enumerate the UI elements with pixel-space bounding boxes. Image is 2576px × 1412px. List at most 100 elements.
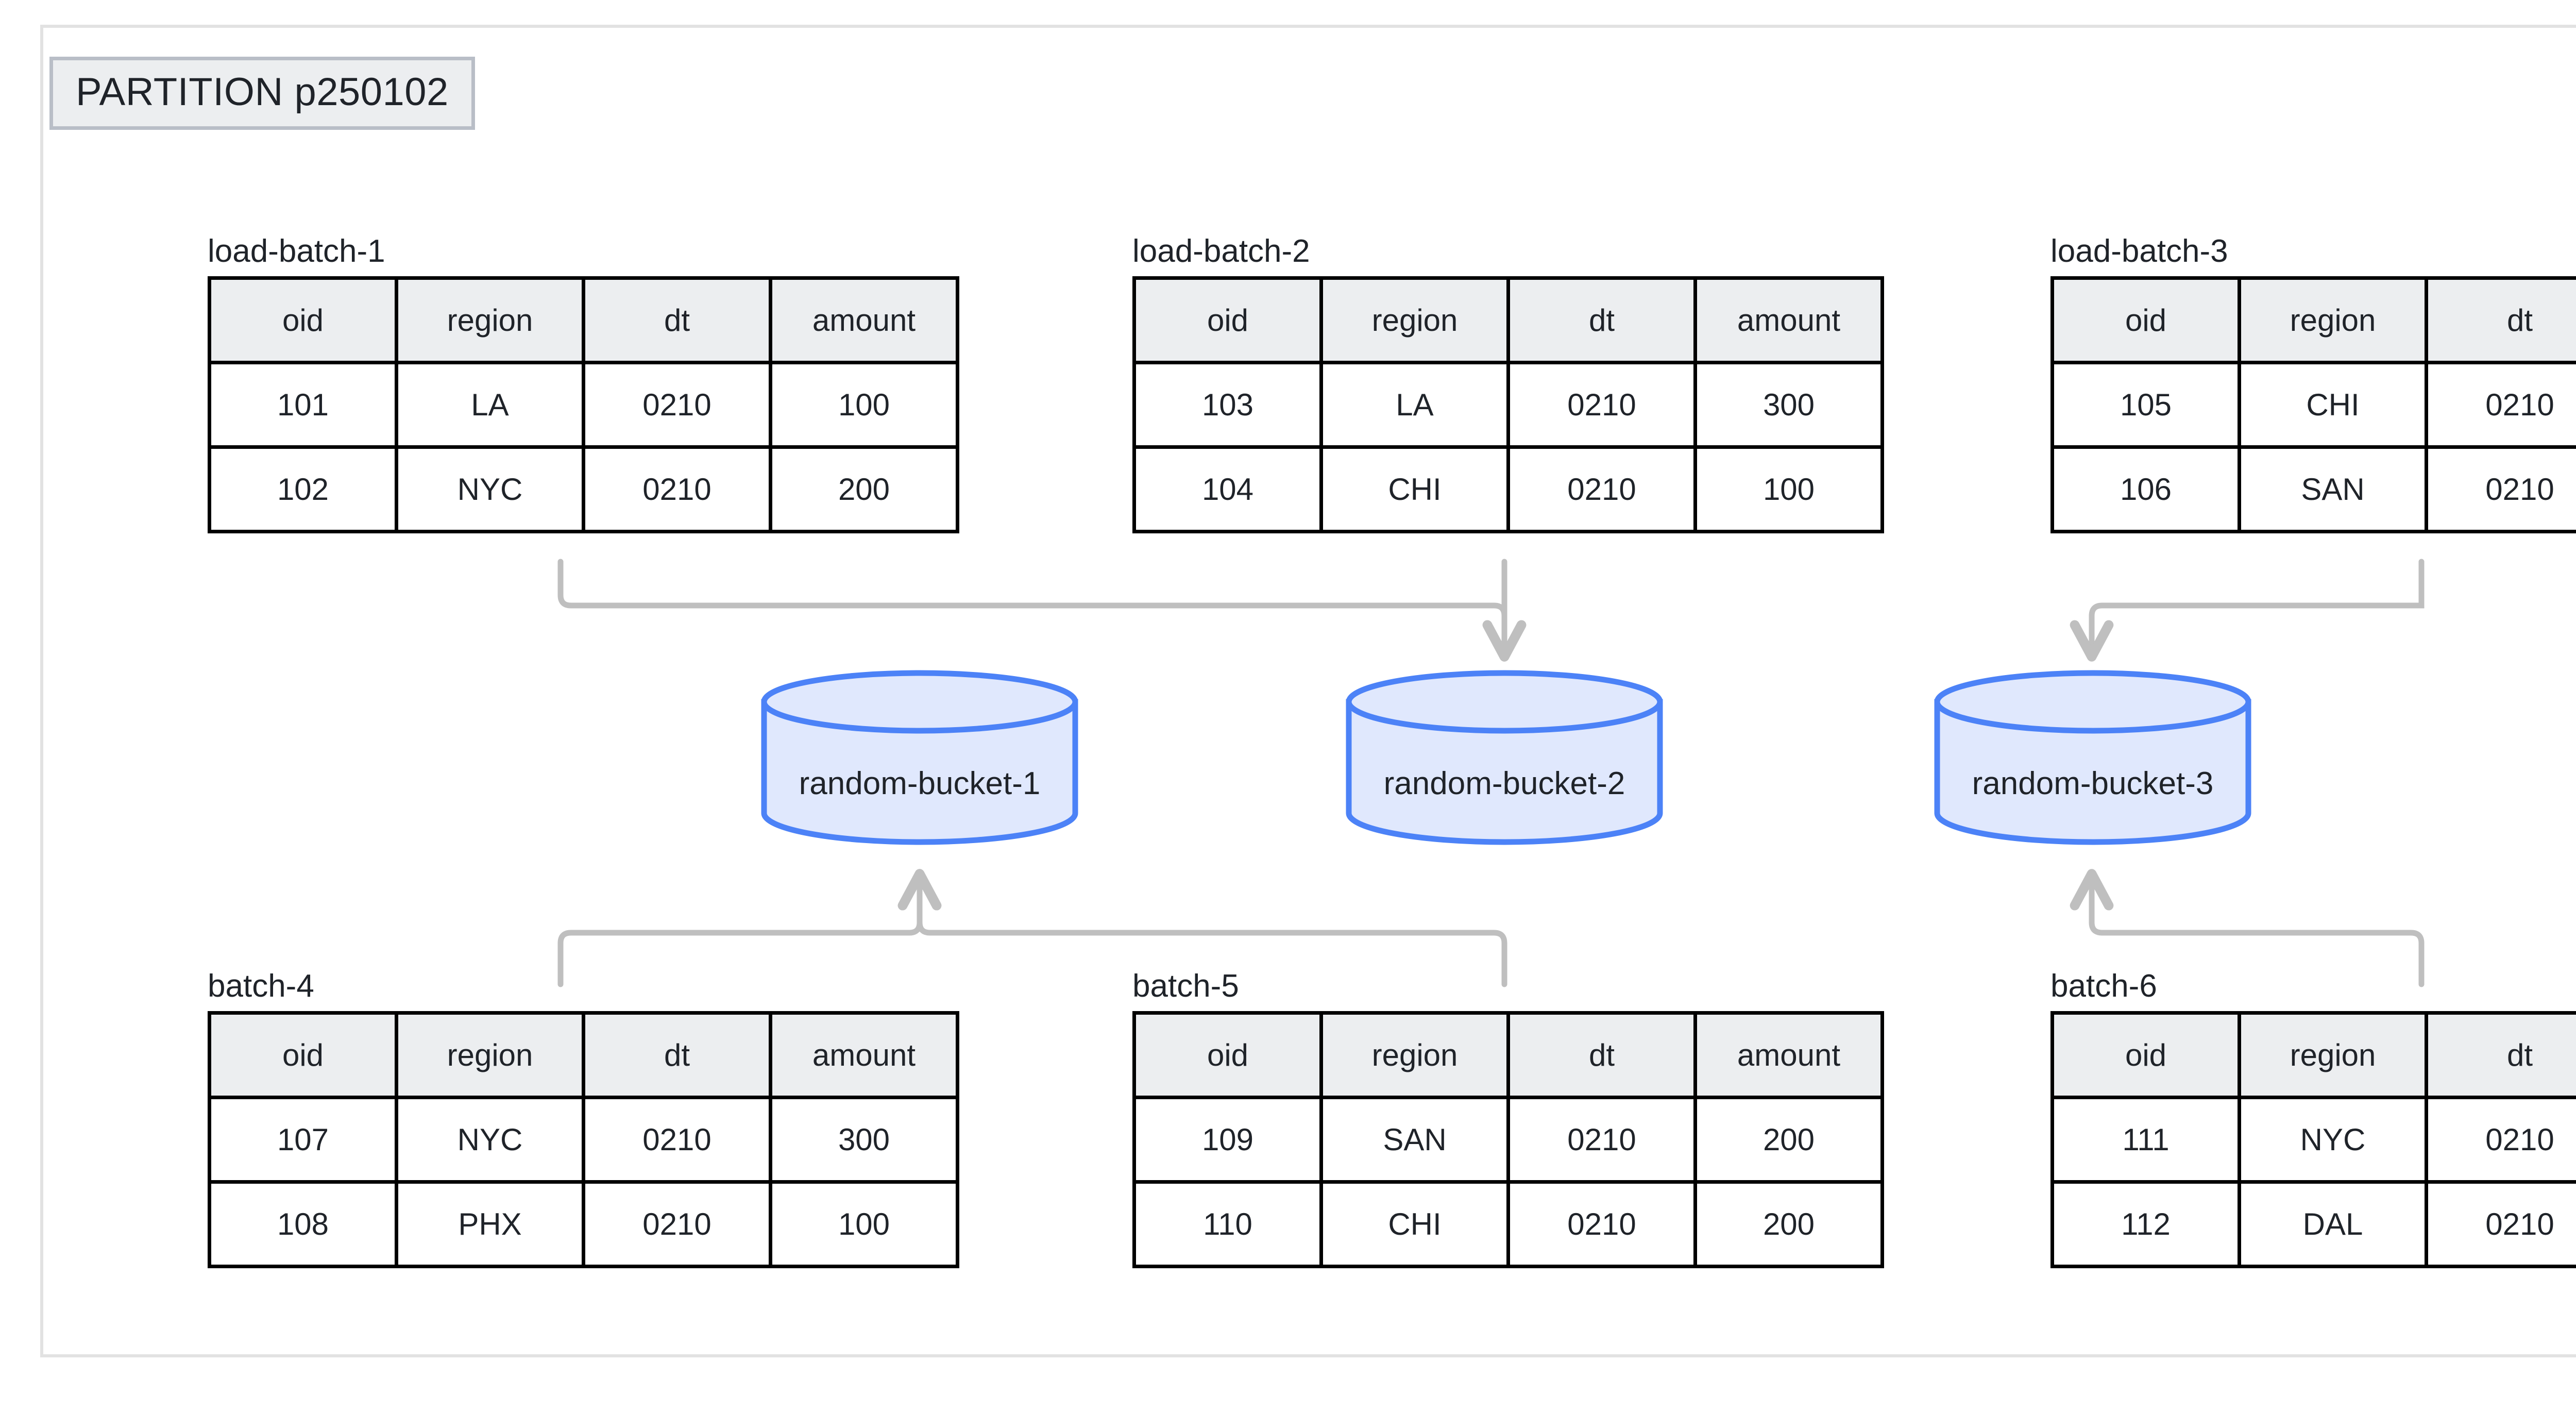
cell-oid: 112 [2050,1180,2241,1268]
cell-region: DAL [2238,1180,2428,1268]
column-header-oid: oid [208,276,398,364]
column-header-dt: dt [582,276,772,364]
cell-dt: 0210 [582,1096,772,1184]
cell-dt: 0210 [1506,1180,1697,1268]
cell-region: LA [1319,361,1510,449]
cell-region: LA [395,361,585,449]
cell-dt: 0210 [2425,1180,2576,1268]
cell-amount: 200 [1693,1180,1884,1268]
table-row: 109 SAN 0210 200 [1132,1096,1884,1184]
cell-oid: 106 [2050,445,2241,533]
column-header-dt: dt [2425,276,2576,364]
cell-amount: 200 [1693,1096,1884,1184]
batch-title: batch-4 [208,968,314,1004]
cell-oid: 101 [208,361,398,449]
cylinder-shape [1934,670,2251,845]
column-header-dt: dt [2425,1011,2576,1099]
cell-region: SAN [1319,1096,1510,1184]
column-header-oid: oid [208,1011,398,1099]
table-row: 106 SAN 0210 100 [2050,445,2576,533]
cell-amount: 100 [769,1180,959,1268]
batch-table: oid region dt amount 109 SAN 0210 200 11… [1132,1011,1884,1268]
cell-dt: 0210 [1506,445,1697,533]
cylinder-shape [761,670,1078,845]
table-row: 110 CHI 0210 200 [1132,1180,1884,1268]
column-header-oid: oid [1132,1011,1323,1099]
table-row: 108 PHX 0210 100 [208,1180,959,1268]
column-header-oid: oid [2050,1011,2241,1099]
table-header-row: oid region dt amount [2050,1011,2576,1099]
column-header-oid: oid [1132,276,1323,364]
table-header-row: oid region dt amount [1132,276,1884,364]
column-header-region: region [1319,1011,1510,1099]
cell-oid: 102 [208,445,398,533]
cell-oid: 105 [2050,361,2241,449]
table-row: 112 DAL 0210 200 [2050,1180,2576,1268]
cell-dt: 0210 [1506,1096,1697,1184]
table-header-row: oid region dt amount [208,276,959,364]
batch-table: oid region dt amount 101 LA 0210 100 102… [208,276,959,533]
column-header-amount: amount [1693,276,1884,364]
column-header-amount: amount [769,276,959,364]
batch-title: batch-5 [1132,968,1239,1004]
bucket-label: random-bucket-1 [799,766,1041,801]
cell-oid: 110 [1132,1180,1323,1268]
bucket-label: random-bucket-2 [1383,766,1625,801]
cylinder-shape [1346,670,1663,845]
cell-region: SAN [2238,445,2428,533]
table-row: 105 CHI 0210 200 [2050,361,2576,449]
cell-dt: 0210 [582,1180,772,1268]
batch-table: oid region dt amount 105 CHI 0210 200 10… [2050,276,2576,533]
partition-label: PARTITION p250102 [49,57,475,130]
cell-dt: 0210 [2425,445,2576,533]
table-header-row: oid region dt amount [208,1011,959,1099]
bucket-label: random-bucket-3 [1972,766,2214,801]
batch-title: load-batch-2 [1132,233,1310,269]
batch-table: oid region dt amount 107 NYC 0210 300 10… [208,1011,959,1268]
cell-amount: 300 [1693,361,1884,449]
cell-dt: 0210 [582,445,772,533]
table-header-row: oid region dt amount [1132,1011,1884,1099]
cell-region: NYC [395,1096,585,1184]
batch-title: batch-6 [2050,968,2157,1004]
batch-title: load-batch-1 [208,233,385,269]
cell-region: PHX [395,1180,585,1268]
cell-dt: 0210 [1506,361,1697,449]
cell-amount: 300 [769,1096,959,1184]
bucket-random-bucket-3[interactable]: random-bucket-3 [1933,670,2252,845]
column-header-dt: dt [1506,1011,1697,1099]
table-row: 104 CHI 0210 100 [1132,445,1884,533]
cell-dt: 0210 [2425,361,2576,449]
column-header-dt: dt [1506,276,1697,364]
cell-oid: 111 [2050,1096,2241,1184]
cell-oid: 103 [1132,361,1323,449]
batch-table: oid region dt amount 111 NYC 0210 100 11… [2050,1011,2576,1268]
cell-amount: 100 [1693,445,1884,533]
table-row: 107 NYC 0210 300 [208,1096,959,1184]
cell-oid: 107 [208,1096,398,1184]
table-header-row: oid region dt amount [2050,276,2576,364]
table-row: 102 NYC 0210 200 [208,445,959,533]
cell-region: NYC [395,445,585,533]
column-header-dt: dt [582,1011,772,1099]
table-row: 103 LA 0210 300 [1132,361,1884,449]
column-header-region: region [395,276,585,364]
cell-region: CHI [1319,445,1510,533]
table-row: 101 LA 0210 100 [208,361,959,449]
cell-oid: 109 [1132,1096,1323,1184]
batch-table: oid region dt amount 103 LA 0210 300 104… [1132,276,1884,533]
cell-oid: 104 [1132,445,1323,533]
column-header-amount: amount [769,1011,959,1099]
cell-region: CHI [1319,1180,1510,1268]
bucket-random-bucket-1[interactable]: random-bucket-1 [760,670,1079,845]
column-header-region: region [2238,276,2428,364]
column-header-region: region [1319,276,1510,364]
column-header-amount: amount [1693,1011,1884,1099]
cell-oid: 108 [208,1180,398,1268]
cell-region: NYC [2238,1096,2428,1184]
table-row: 111 NYC 0210 100 [2050,1096,2576,1184]
bucket-random-bucket-2[interactable]: random-bucket-2 [1345,670,1664,845]
column-header-region: region [395,1011,585,1099]
cell-dt: 0210 [582,361,772,449]
